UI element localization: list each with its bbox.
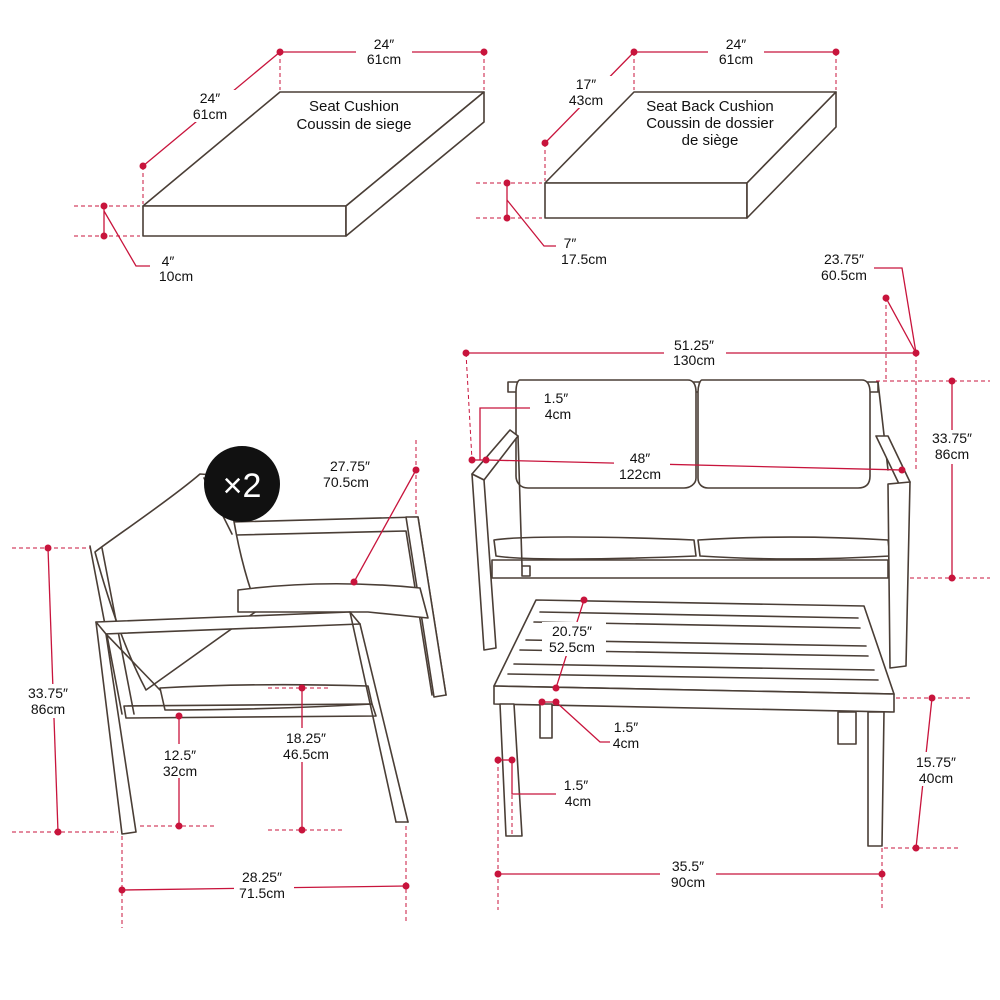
- back-cushion-name-en: Seat Back Cushion: [646, 98, 774, 115]
- chair-depth-cm: 70.5cm: [323, 474, 369, 490]
- back-cushion-drawing: [544, 91, 837, 219]
- quantity-badge-text: ×2: [223, 467, 262, 505]
- loveseat-dimensions: [462, 267, 990, 582]
- seat-cushion-depth-in: 24″: [200, 90, 221, 106]
- loveseat-seat-width-in: 48″: [630, 450, 651, 466]
- back-cushion-depth-in: 17″: [576, 76, 597, 92]
- loveseat-width-cm: 130cm: [673, 352, 715, 368]
- table-depth-in: 20.75″: [552, 623, 592, 639]
- chair-depth-in: 27.75″: [330, 458, 370, 474]
- armchair-dimensions: [12, 440, 420, 928]
- seat-cushion-name-fr: Coussin de siege: [296, 116, 411, 133]
- seat-cushion-depth-cm: 61cm: [193, 106, 227, 122]
- chair-arm-height-cm: 32cm: [163, 763, 197, 779]
- back-cushion-name-fr-2: de siège: [682, 132, 739, 149]
- back-cushion-depth-cm: 43cm: [569, 92, 603, 108]
- loveseat-arm-width-cm: 4cm: [545, 406, 571, 422]
- seat-cushion-thickness-in: 4″: [162, 253, 175, 269]
- loveseat-depth-in: 23.75″: [824, 251, 864, 267]
- seat-cushion-width-cm: 61cm: [367, 51, 401, 67]
- loveseat-height-cm: 86cm: [935, 446, 969, 462]
- loveseat-seat-width-cm: 122cm: [619, 466, 661, 482]
- chair-seat-height-cm: 46.5cm: [283, 746, 329, 762]
- table-leg-width-cm: 4cm: [565, 793, 591, 809]
- table-leg-width-in: 1.5″: [564, 777, 588, 793]
- back-cushion-width-in: 24″: [726, 36, 747, 52]
- table-depth-cm: 52.5cm: [549, 639, 595, 655]
- back-cushion-name-fr-1: Coussin de dossier: [646, 115, 774, 132]
- chair-height-in: 33.75″: [28, 685, 68, 701]
- chair-arm-height-in: 12.5″: [164, 747, 196, 763]
- seat-cushion-dimensions: [74, 48, 488, 267]
- seat-cushion-width-in: 24″: [374, 36, 395, 52]
- loveseat-depth-cm: 60.5cm: [821, 267, 867, 283]
- chair-seat-height-in: 18.25″: [286, 730, 326, 746]
- quantity-badge: ×2: [204, 446, 280, 522]
- loveseat-width-in: 51.25″: [674, 337, 714, 353]
- loveseat-height-in: 33.75″: [932, 430, 972, 446]
- seat-cushion-thickness-cm: 10cm: [159, 268, 193, 284]
- seat-cushion-drawing: [142, 91, 485, 237]
- table-height-in: 15.75″: [916, 754, 956, 770]
- loveseat-arm-width-in: 1.5″: [544, 390, 568, 406]
- table-top-thickness-cm: 4cm: [613, 735, 639, 751]
- armchair-drawing: [89, 473, 447, 835]
- back-cushion-thickness-cm: 17.5cm: [561, 251, 607, 267]
- table-width-in: 35.5″: [672, 858, 704, 874]
- chair-width-in: 28.25″: [242, 869, 282, 885]
- seat-cushion-name-en: Seat Cushion: [309, 98, 399, 115]
- chair-height-cm: 86cm: [31, 701, 65, 717]
- table-height-cm: 40cm: [919, 770, 953, 786]
- back-cushion-width-cm: 61cm: [719, 51, 753, 67]
- table-width-cm: 90cm: [671, 874, 705, 890]
- chair-width-cm: 71.5cm: [239, 885, 285, 901]
- back-cushion-thickness-in: 7″: [564, 235, 577, 251]
- table-top-thickness-in: 1.5″: [614, 719, 638, 735]
